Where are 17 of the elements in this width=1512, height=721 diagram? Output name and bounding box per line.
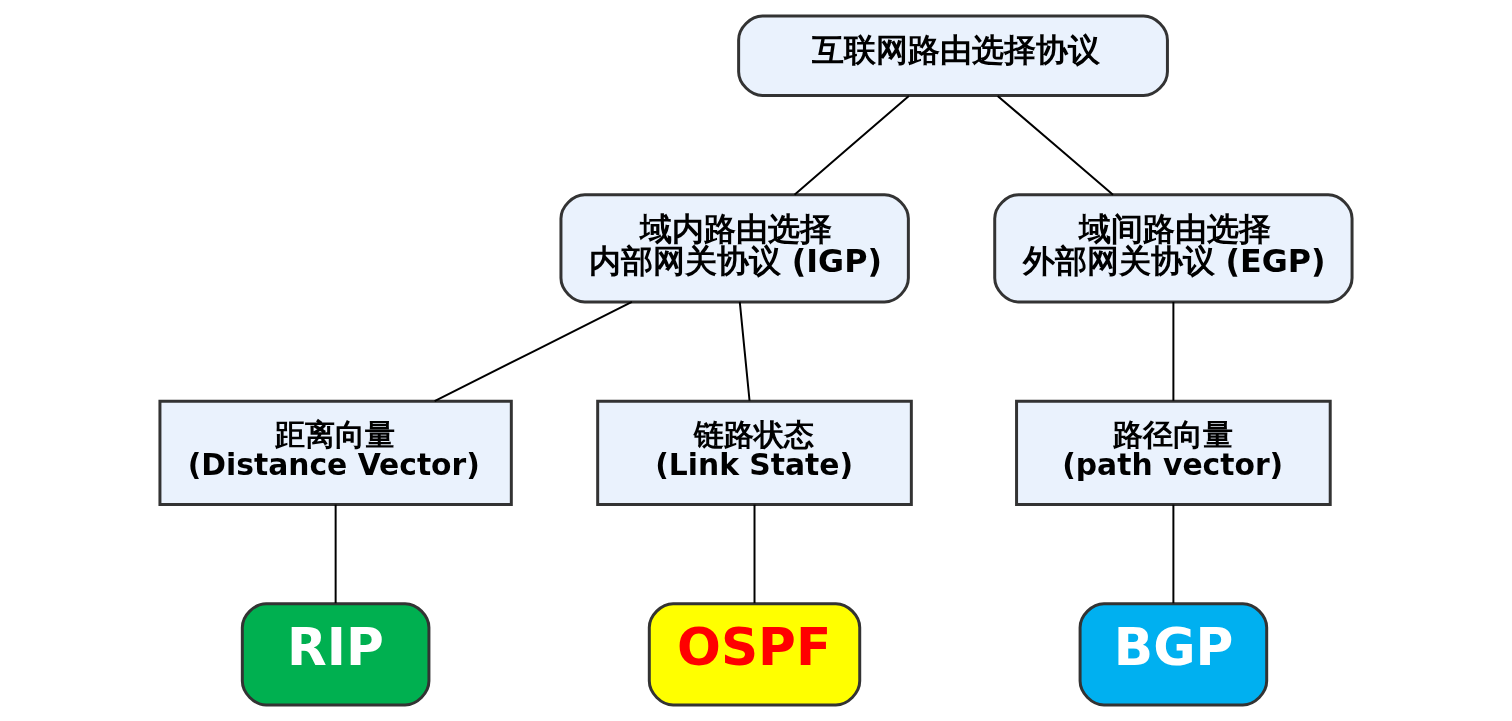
node-box: 路径向量 (path vector) bbox=[1015, 399, 1332, 506]
node-box: 距离向量 (Distance Vector) bbox=[158, 399, 513, 506]
connector bbox=[433, 300, 633, 403]
connector bbox=[753, 503, 756, 605]
node-box: RIP bbox=[240, 602, 431, 707]
connector bbox=[334, 503, 337, 605]
connector bbox=[1172, 503, 1175, 605]
node-box: 链路状态 (Link State) bbox=[596, 399, 913, 506]
connector bbox=[793, 94, 910, 196]
node-box: OSPF bbox=[647, 602, 862, 707]
node-box: 域间路由选择 外部网关协议 (EGP) bbox=[993, 193, 1354, 304]
node-box: 域内路由选择 内部网关协议 (IGP) bbox=[559, 193, 910, 304]
connector bbox=[1172, 300, 1175, 402]
node-box: 互联网路由选择协议 bbox=[737, 14, 1169, 97]
connector bbox=[738, 300, 751, 402]
connector bbox=[996, 94, 1114, 196]
node-box: BGP bbox=[1078, 602, 1269, 707]
